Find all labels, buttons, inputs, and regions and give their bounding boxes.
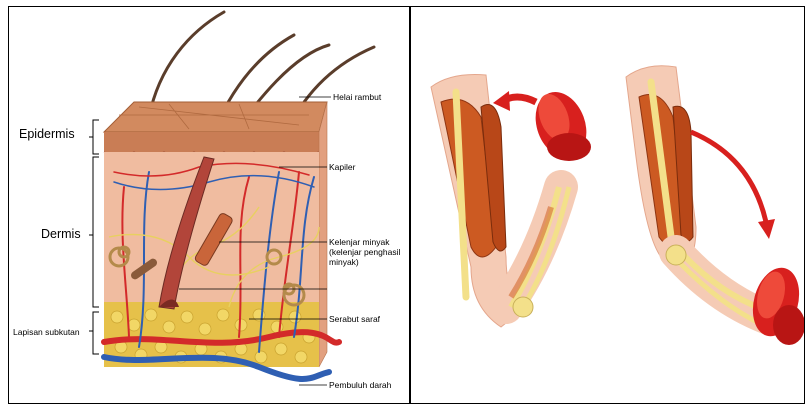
- layer-brackets: [89, 120, 99, 354]
- arm-illustration: [411, 7, 805, 404]
- label-hair-shaft: Helai rambut: [333, 92, 381, 102]
- label-oil-gland-detail: (kelenjar penghasil: [329, 247, 400, 257]
- arm-muscle-panel: [410, 6, 805, 404]
- epidermis-layer: [104, 132, 319, 152]
- label-nerve-fiber: Serabut saraf: [329, 314, 380, 324]
- dermis-layer: [104, 152, 319, 302]
- label-subcutaneous: Lapisan subkutan: [13, 327, 80, 337]
- skin-surface: [104, 102, 327, 132]
- extend-arrow: [691, 132, 766, 222]
- fist-2: [746, 262, 805, 345]
- label-epidermis: Epidermis: [19, 127, 75, 141]
- fist-1: [527, 85, 595, 165]
- label-oil-gland: Kelenjar minyak: [329, 237, 389, 247]
- label-oil-gland-detail-2: minyak): [329, 257, 359, 267]
- label-capillary: Kapiler: [329, 162, 355, 172]
- label-blood-vessel: Pembuluh darah: [329, 380, 391, 390]
- label-dermis: Dermis: [41, 227, 81, 241]
- arm-extended: [626, 66, 805, 345]
- arm-flexed: [431, 75, 595, 328]
- skin-diagram-panel: Epidermis Dermis Lapisan subkutan Helai …: [8, 6, 410, 404]
- skin-cross-section: [9, 7, 410, 404]
